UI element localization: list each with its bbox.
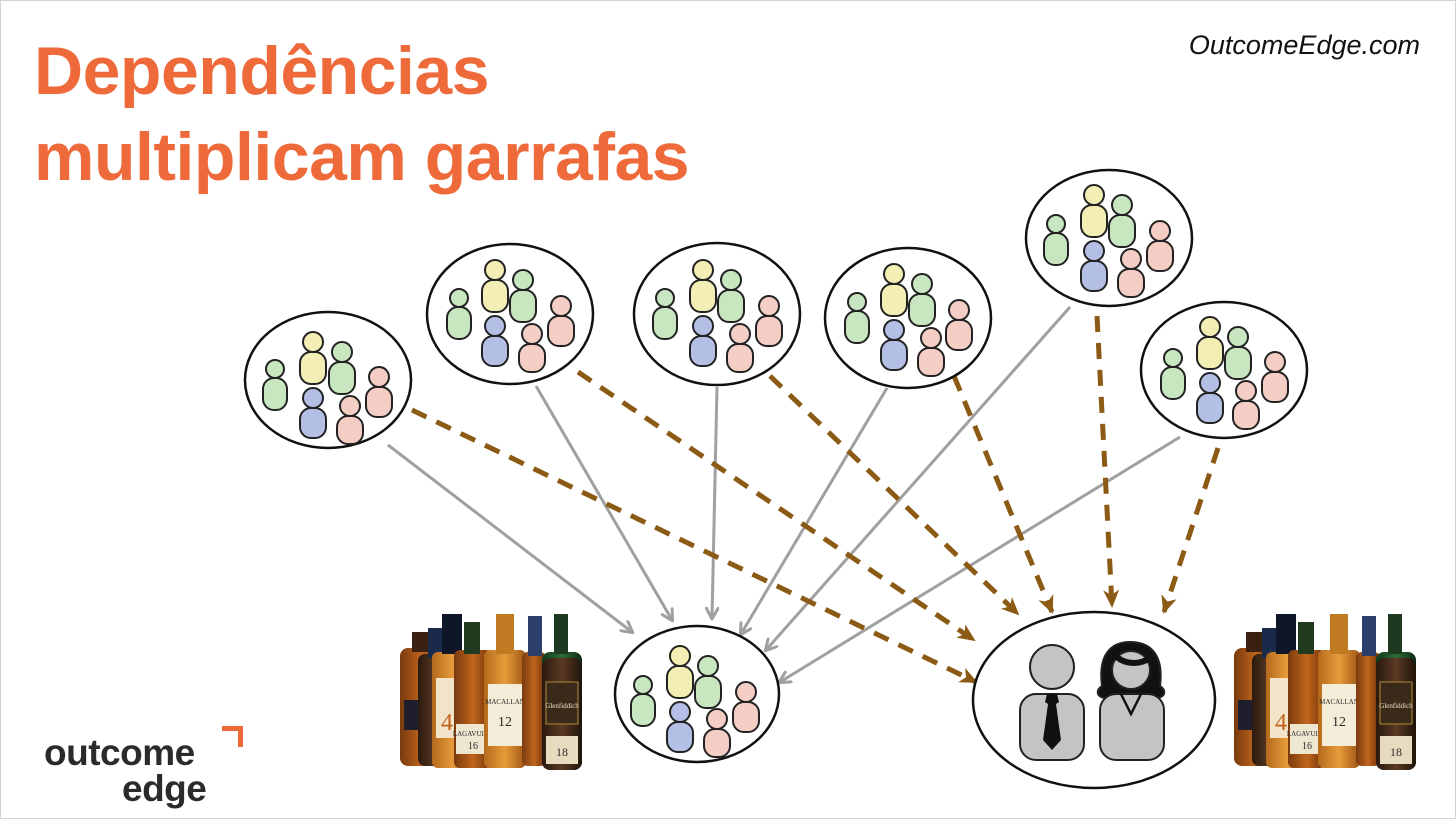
bottle-label-12: 12	[1332, 715, 1346, 730]
bottle-label-lagavulin: LAGAVULIN	[1287, 730, 1327, 738]
person-icon	[481, 315, 509, 367]
person-icon	[732, 681, 760, 733]
team-3	[632, 241, 802, 387]
person-icon	[703, 708, 731, 758]
dependency-arrow-1	[410, 407, 978, 685]
person-icon	[689, 259, 717, 313]
dependency-arrow-4	[951, 375, 1055, 614]
person-icon	[509, 269, 537, 323]
person-icon	[726, 323, 754, 373]
team-4	[823, 246, 993, 390]
dependency-arrow-5	[1094, 315, 1120, 608]
person-icon	[1043, 214, 1069, 266]
person-icon	[1080, 240, 1108, 292]
person-icon	[328, 341, 356, 395]
title-line-2: multiplicam garrafas	[34, 119, 690, 195]
handoff-arrow-3	[712, 386, 717, 618]
person-icon	[1261, 351, 1289, 403]
dependency-arrows	[410, 315, 1221, 685]
bottle-label-18: 18	[1390, 745, 1402, 759]
website-label: OutcomeEdge.com	[1188, 30, 1420, 60]
handoff-arrows	[387, 306, 1181, 682]
handoff-arrow-5	[766, 306, 1072, 650]
person-icon	[652, 288, 678, 340]
handoff-arrow-6	[780, 435, 1181, 682]
person-icon	[945, 299, 973, 351]
leadership	[971, 610, 1217, 790]
bottle-label-12: 12	[498, 715, 512, 730]
person-icon	[336, 395, 364, 445]
logo-corner-mark	[222, 726, 243, 747]
bottle-label-glenfiddich: Glenfiddich	[545, 702, 579, 710]
person-icon	[547, 295, 575, 347]
person-icon	[1232, 380, 1260, 430]
central-team	[613, 624, 781, 764]
team-5	[1024, 168, 1194, 308]
person-icon	[1160, 348, 1186, 400]
bottle-label-lagavulin: LAGAVULIN	[453, 730, 493, 738]
person-icon	[1146, 220, 1174, 272]
outcome-edge-logo: outcome edge	[44, 726, 254, 816]
title-line-1: Dependências	[34, 33, 490, 109]
person-icon	[717, 269, 745, 323]
person-icon	[1108, 194, 1136, 248]
person-icon	[917, 327, 945, 377]
person-icon	[518, 323, 546, 373]
person-icon	[262, 359, 288, 411]
person-icon	[755, 295, 783, 347]
person-icon	[689, 315, 717, 367]
person-icon	[908, 273, 936, 327]
person-icon	[694, 655, 722, 709]
logo-word-outcome: outcome	[44, 732, 195, 773]
dependency-arrow-2	[576, 369, 976, 643]
person-icon	[666, 645, 694, 699]
handoff-arrow-2	[534, 385, 672, 620]
whisky-bottles-right: 46 LAGAVULIN 16 MACALLAN 12 Glenfiddich …	[1234, 614, 1416, 770]
slide-title: Dependências multiplicam garrafas	[34, 28, 690, 200]
person-icon	[1080, 184, 1108, 238]
dependency-arrow-3	[768, 374, 1020, 616]
person-icon	[880, 319, 908, 371]
person-icon	[1196, 372, 1224, 424]
person-icon	[880, 263, 908, 317]
person-icon	[365, 366, 393, 418]
handoff-arrow-1	[387, 443, 632, 632]
person-icon	[299, 387, 327, 439]
businessman-icon	[1019, 644, 1085, 761]
person-icon	[630, 675, 656, 727]
person-icon	[1196, 316, 1224, 370]
person-icon	[481, 259, 509, 313]
bottle-label-16: 16	[1302, 741, 1312, 752]
team-6	[1139, 300, 1309, 440]
person-icon	[1117, 248, 1145, 298]
team-2	[425, 242, 595, 386]
bottle-label-16: 16	[468, 741, 478, 752]
person-icon	[1224, 326, 1252, 380]
whisky-bottles-left: 46 LAGAVULIN 16 MACALLAN 12 Glenfiddich …	[400, 614, 582, 770]
logo-word-edge: edge	[122, 768, 207, 809]
person-icon	[299, 331, 327, 385]
businesswoman-icon	[1096, 640, 1166, 761]
team-1	[243, 310, 413, 450]
bottle-label-18: 18	[556, 745, 568, 759]
dependency-arrow-6	[1161, 447, 1221, 614]
person-icon	[666, 701, 694, 753]
bottle-label-glenfiddich: Glenfiddich	[1379, 702, 1413, 710]
bottle-label-macallan: MACALLAN	[1319, 698, 1359, 706]
handoff-arrow-4	[741, 387, 889, 634]
bottle-label-macallan: MACALLAN	[485, 698, 525, 706]
person-icon	[446, 288, 472, 340]
person-icon	[844, 292, 870, 344]
